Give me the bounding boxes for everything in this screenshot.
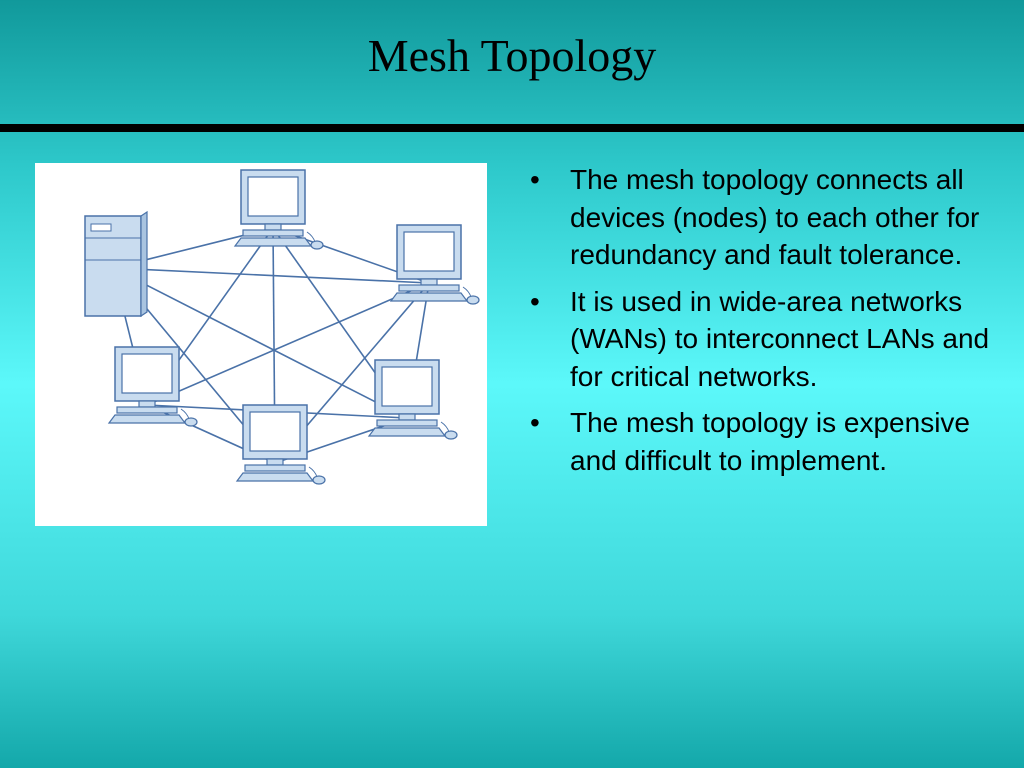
mesh-diagram: [35, 163, 487, 526]
computer-icon-pc-bottom: [235, 404, 326, 485]
mesh-link-server-pc-right-upper: [112, 267, 430, 284]
computer-icon-pc-top: [233, 169, 324, 250]
bullet-marker: •: [530, 164, 540, 195]
bullet-item-3: • The mesh topology is expensive and diff…: [530, 404, 1000, 479]
bullet-text: It is used in wide-area networks (WANs) …: [570, 285, 990, 392]
mesh-link-pc-right-upper-pc-left: [146, 282, 430, 406]
mesh-link-server-pc-right-lower: [112, 267, 408, 419]
server-icon: [84, 210, 148, 318]
computer-icon-pc-right-lower: [367, 359, 458, 440]
title-divider: [0, 124, 1024, 132]
computer-icon-pc-left: [107, 346, 198, 427]
mesh-diagram-canvas: [84, 169, 480, 485]
bullet-marker: •: [530, 285, 540, 317]
bullet-text: The mesh topology is expensive and diffi…: [570, 407, 970, 476]
bullet-marker: •: [530, 407, 540, 438]
mesh-nodes: [84, 169, 480, 485]
slide-title: Mesh Topology: [367, 30, 657, 81]
bullet-list: • The mesh topology connects all devices …: [530, 161, 1000, 488]
bullet-item-1: • The mesh topology connects all devices …: [530, 161, 1000, 274]
bullet-item-2: • It is used in wide-area networks (WANs)…: [530, 283, 1000, 396]
bullet-text: The mesh topology connects all devices (…: [570, 164, 980, 270]
computer-icon-pc-right-upper: [389, 224, 480, 305]
